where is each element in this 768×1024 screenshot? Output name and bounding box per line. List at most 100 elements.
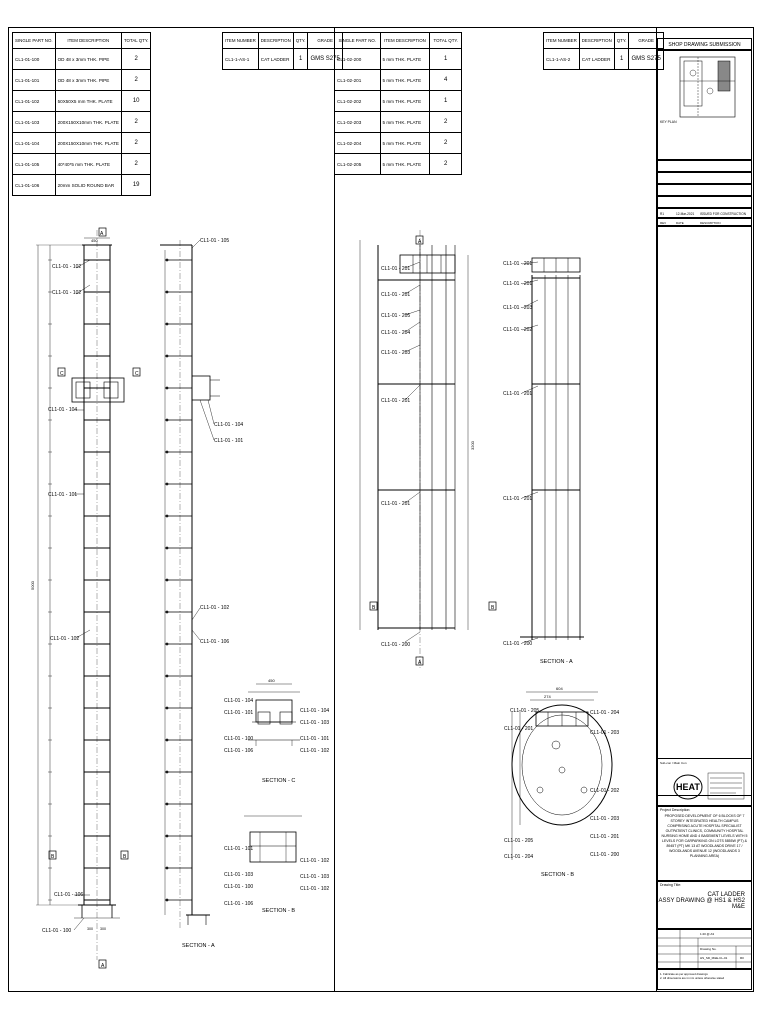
rung-end [165,322,169,326]
rung-end [165,418,169,422]
key-plan-drawing: KEY PLAN [660,56,736,124]
table-cell: CAT LADDER [578,48,615,70]
section-b-plan-left [244,815,302,863]
label-103-b-right: CL1-01 - 103 [300,874,329,880]
table-cell: 20mm SOLID ROUND BAR [54,174,122,196]
marker-c-right: C [135,371,139,377]
revision-row-empty-3 [657,184,752,196]
revision-label: R1 [660,212,665,216]
cage-section-a [520,257,584,640]
rung-end [165,866,169,870]
table-header: DESCRIPTION [578,32,615,49]
marker-a-cage-bottom: A [418,660,422,666]
dim-450: 450 [91,238,98,243]
marker-a-cage-top: A [418,239,422,245]
marker-b-left: B [51,854,55,860]
drawing-scale: 1:20 @ A3 [700,932,715,936]
project-description: PROPOSED DEVELOPMENT OF 6 BLOCKS OF 7 ST… [661,814,748,858]
table-cell: CAT LADDER [257,48,294,70]
title-block-spacer [657,226,752,796]
label-102-b-right2: CL1-01 - 102 [300,886,329,892]
rev-col-header: REV [660,221,667,225]
table-cell: 2 [429,153,462,175]
label-104-c: CL1-01 - 104 [224,698,253,704]
label-106: CL1-01 - 106 [54,892,83,898]
label-106-c: CL1-01 - 106 [224,748,253,754]
label-201-b: CL1-01 - 201 [381,292,410,298]
rung-end [165,610,169,614]
marker-b-sa: B [491,605,495,611]
drawing-info-lines [658,930,751,968]
rung-end [165,450,169,454]
key-plan-label: KEY PLAN [660,120,677,124]
label-101-c-right: CL1-01 - 101 [300,736,329,742]
label-102-a: CL1-01 - 102 [52,264,81,270]
label-204: CL1-01 - 204 [381,330,410,336]
table-cell: GMS S275 [628,48,664,70]
drawing-sheet-border [8,27,754,992]
revision-row: R1 12-Mar-2021 ISSUED FOR CONSTRUCTION [657,208,752,218]
label-201-sa4: CL1-01 - 201 [503,496,532,502]
notes-box: 1. Fabricate as per approved drawings 2.… [657,969,752,990]
marker-a-top: A [100,231,104,237]
table-cell: 5 mm THK. PLATE [379,90,431,112]
marker-b-cage: B [372,605,376,611]
company-logo: HEAT [673,772,745,800]
label-202-sa: CL1-01 - 202 [503,327,532,333]
company-box: Sub-con / Main Con HEAT [657,758,752,806]
label-200: CL1-01 - 200 [381,642,410,648]
revision-row-empty-4 [657,196,752,208]
front-rungs [84,259,110,901]
label-103-c: CL1-01 - 103 [300,720,329,726]
label-200-sa: CL1-01 - 200 [503,641,532,647]
ladder-front-elevation [36,230,125,960]
front-dim-ticks [48,259,52,901]
date-col-header: DATE [676,221,684,225]
dim-3200: 3200 [470,440,475,450]
drawing-title-line-1: CAT LADDER [707,892,745,898]
description-col-header: DESCRIPTION [700,221,721,225]
dim-5000: 5000 [30,580,35,590]
label-201-sa: CL1-01 - 201 [503,261,532,267]
label-104-side: CL1-01 - 104 [214,422,243,428]
drawing-title-label: Drawing Title: [660,883,682,887]
dim-604: 604 [556,686,563,691]
label-100: CL1-01 - 100 [42,928,71,934]
table-cell: 19 [120,174,152,196]
project-description-box: Project Description: PROPOSED DEVELOPMEN… [657,806,752,881]
label-201-sa2: CL1-01 - 201 [503,281,532,287]
section-b-title-left: SECTION - B [262,908,295,914]
label-105: CL1-01 - 105 [200,238,229,244]
label-104-c-right: CL1-01 - 104 [300,708,329,714]
label-102-c: CL1-01 - 102 [50,636,79,642]
rung-end [165,834,169,838]
drawing-info-grid: Drawing No. HS_SD_M&E-CL-01 R0 1:20 @ A3 [657,929,752,969]
section-markers [48,227,497,969]
rung-end [165,354,169,358]
label-100-c: CL1-01 - 100 [224,736,253,742]
marker-c-left: C [60,371,64,377]
company-caption: Sub-con / Main Con [660,761,687,765]
cage-front-elevation [359,230,469,670]
note-2: 2. All dimensions are in mm unless other… [660,976,725,980]
rung-end [165,578,169,582]
rung-end [165,674,169,678]
label-201-sb2: CL1-01 - 201 [590,834,619,840]
label-102-c-right: CL1-01 - 102 [300,748,329,754]
label-106-side: CL1-01 - 106 [200,639,229,645]
section-a-title-left: SECTION - A [182,943,215,949]
label-101-b: CL1-01 - 101 [224,846,253,852]
rung-end [165,802,169,806]
label-203-sb: CL1-01 - 203 [590,730,619,736]
label-104: CL1-01 - 104 [48,407,77,413]
label-102-b: CL1-01 - 102 [52,290,81,296]
dim-274: 274 [544,694,551,699]
